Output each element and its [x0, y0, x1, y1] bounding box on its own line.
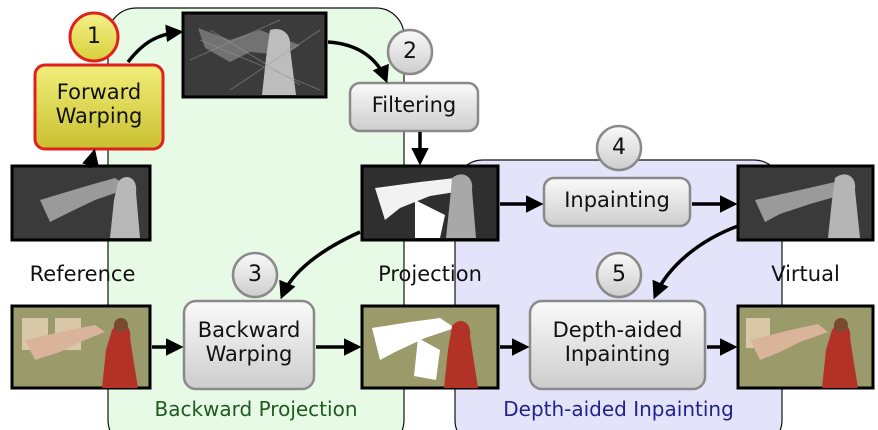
arrow-reference-to-forward [82, 148, 100, 169]
arrow-forward-to-depth [126, 24, 184, 64]
filtering-box [348, 81, 480, 133]
depth-image-reference [10, 164, 152, 242]
step-circle-5 [595, 251, 643, 299]
depth-image-virtual [736, 164, 875, 242]
color-image-reference [10, 304, 152, 390]
arrow-depth-to-filtering [327, 40, 389, 84]
color-image-virtual [736, 304, 875, 390]
color-image-projection [360, 304, 500, 390]
step-circle-4 [595, 124, 643, 172]
backward-warping-box [182, 299, 316, 391]
arrow-virtual-to-depth-inpaint [652, 224, 739, 300]
arrow-projection-to-backward [279, 230, 361, 300]
forward-warping-box [33, 63, 165, 151]
inpainting-box [542, 176, 692, 228]
depth-image-forward [181, 11, 328, 99]
depth-aided-inpainting-box [528, 299, 707, 391]
step-circle-3 [231, 251, 279, 299]
step-circle-2 [386, 28, 434, 76]
depth-image-projection [360, 164, 500, 242]
step-circle-1 [68, 11, 120, 63]
